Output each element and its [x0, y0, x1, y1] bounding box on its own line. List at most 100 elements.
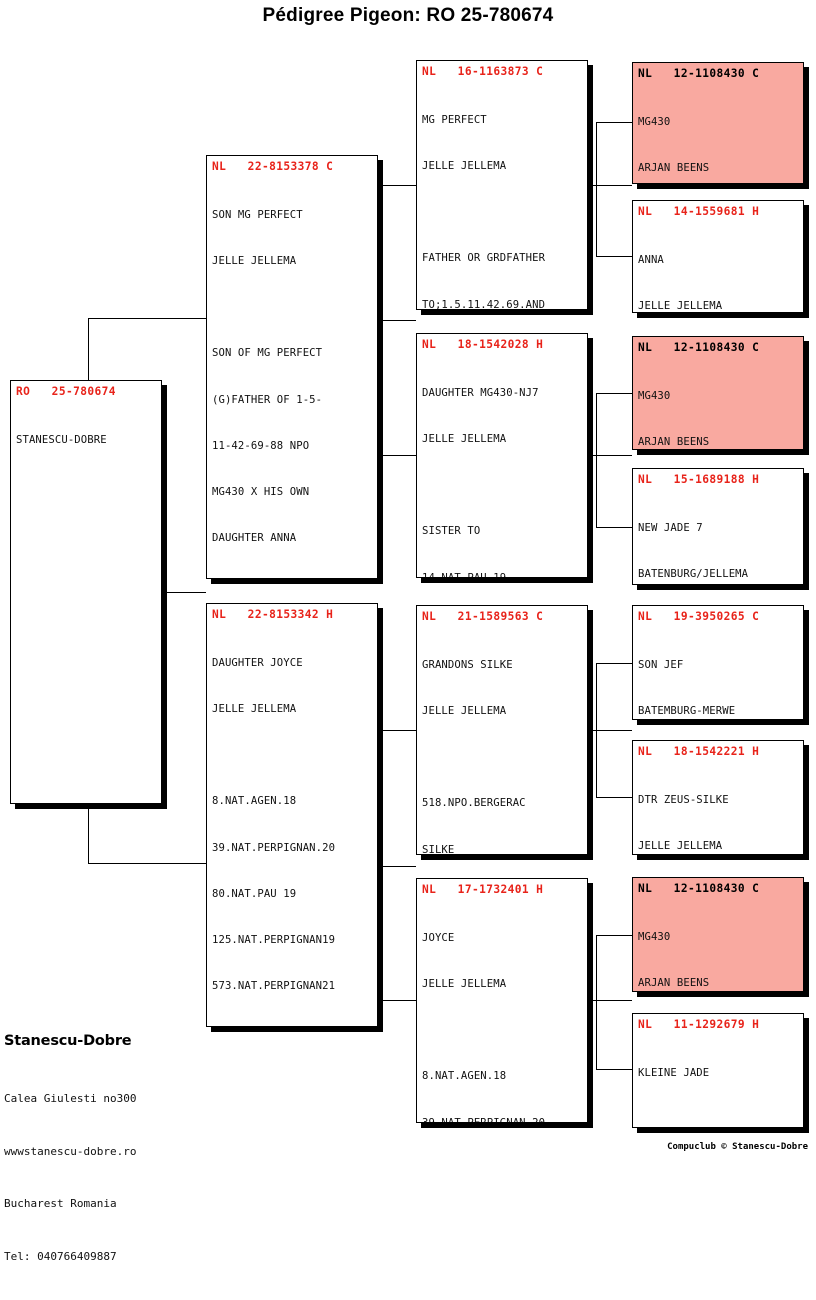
ring-number: NL 12-1108430 C	[638, 341, 760, 354]
pedigree-box-greatgrandparent-6[interactable]: NL 18-1542221 H DTR ZEUS-SILKE JELLE JEL…	[632, 740, 804, 855]
pedigree-page: Pédigree Pigeon: RO 25-780674 RO 25-7806…	[4, 5, 808, 1263]
detail-line	[422, 205, 582, 220]
ring-number: NL 15-1689188 H	[638, 473, 760, 486]
ring-number: NL 18-1542221 H	[638, 745, 760, 758]
ring-number: NL 22-8153342 H	[212, 608, 334, 621]
pedigree-box-grandparent-1[interactable]: NL 16-1163873 C MG PERFECT JELLE JELLEMA…	[416, 60, 588, 310]
connector-line	[378, 866, 416, 867]
connector-line	[596, 935, 632, 936]
pedigree-box-sire[interactable]: NL 22-8153378 C SON MG PERFECT JELLE JEL…	[206, 155, 378, 579]
connector-line	[88, 863, 206, 864]
detail-line	[212, 748, 372, 763]
connector-line	[596, 527, 632, 528]
connector-line	[596, 935, 597, 1069]
detail-line: SILKE	[422, 843, 455, 855]
page-title: Pédigree Pigeon: RO 25-780674	[262, 5, 554, 26]
detail-line: GRANDONS SILKE	[422, 658, 513, 671]
connector-line	[380, 730, 381, 1000]
box-details: ANNA JELLE JELLEMA 13.NAT.MARSEILLE 16 2…	[638, 222, 798, 312]
detail-line: 598.NAT.BARCELONA21	[212, 1026, 372, 1027]
detail-line: 8.NAT.AGEN.18	[422, 1070, 507, 1083]
ring-number: NL 21-1589563 C	[422, 610, 544, 623]
breeder-website[interactable]: wwwstanescu-dobre.ro	[4, 1144, 137, 1158]
pedigree-box-greatgrandparent-8[interactable]: NL 11-1292679 H KLEINE JADE KLEINE JADE …	[632, 1013, 804, 1128]
detail-line: DAUGHTER JOYCE	[212, 656, 303, 669]
detail-line: ARJAN BEENS	[638, 977, 710, 990]
detail-line: BATENBURG/JELLEMA	[638, 568, 749, 581]
pedigree-box-grandparent-2[interactable]: NL 18-1542028 H DAUGHTER MG430-NJ7 JELLE…	[416, 333, 588, 578]
breeder-address: Calea Giulesti no300	[4, 1092, 137, 1105]
connector-line	[380, 1000, 416, 1001]
detail-line: FATHER OR GRDFATHER	[422, 252, 546, 265]
pedigree-box-grandparent-4[interactable]: NL 17-1732401 H JOYCE JELLE JELLEMA 8.NA…	[416, 878, 588, 1123]
box-details: MG430 ARJAN BEENS Blauwband FATHER TO; 1…	[638, 84, 798, 183]
detail-line: JELLE JELLEMA	[422, 433, 507, 446]
detail-line: 518.NPO.BERGERAC	[422, 797, 526, 810]
connector-line	[88, 318, 206, 319]
detail-line: 8.NAT.AGEN.18	[212, 795, 297, 808]
breeder-city: Bucharest Romania	[4, 1197, 117, 1210]
pedigree-box-greatgrandparent-2[interactable]: NL 14-1559681 H ANNA JELLE JELLEMA 13.NA…	[632, 200, 804, 313]
box-details: GRANDONS SILKE JELLE JELLEMA 518.NPO.BER…	[422, 627, 582, 855]
connector-line	[596, 393, 597, 527]
detail-line: ARJAN BEENS	[638, 162, 710, 175]
detail-line: 573.NAT.PERPIGNAN21	[212, 980, 336, 993]
box-details: MG430 ARJAN BEENS Blauwband FATHER TO; 1…	[638, 358, 798, 449]
detail-line	[422, 478, 582, 493]
connector-line	[380, 185, 416, 186]
connector-line	[596, 122, 632, 123]
detail-line	[212, 300, 372, 315]
pedigree-box-greatgrandparent-5[interactable]: NL 19-3950265 C SON JEF BATEMBURG-MERWE …	[632, 605, 804, 720]
detail-line: NEW JADE 7	[638, 521, 703, 534]
ring-number: NL 16-1163873 C	[422, 65, 544, 78]
connector-line	[596, 663, 632, 664]
detail-line: 80.NAT.PAU 19	[212, 887, 297, 900]
detail-line: 39.NAT.PERPIGNAN.20	[422, 1116, 546, 1123]
detail-line: SISTER TO	[422, 525, 481, 538]
detail-line: FATHER TO;	[212, 578, 372, 579]
breeder-contact: Calea Giulesti no300 wwwstanescu-dobre.r…	[4, 1055, 136, 1300]
detail-line: TO;1.5.11.42.69.AND	[422, 298, 546, 310]
ring-number: NL 22-8153378 C	[212, 160, 334, 173]
detail-line: JOYCE	[422, 931, 455, 944]
connector-line	[596, 797, 632, 798]
connector-line	[590, 185, 632, 186]
detail-line: MG430 X HIS OWN	[212, 486, 310, 499]
pedigree-box-greatgrandparent-3[interactable]: NL 12-1108430 C MG430 ARJAN BEENS Blauwb…	[632, 336, 804, 450]
breeder-name: Stanescu-Dobre	[4, 1033, 132, 1049]
box-details: SON JEF BATEMBURG-MERWE FATHER TO; 152.N…	[638, 627, 798, 719]
connector-line	[590, 455, 632, 456]
pedigree-box-greatgrandparent-4[interactable]: NL 15-1689188 H NEW JADE 7 BATENBURG/JEL…	[632, 468, 804, 585]
detail-line: SON MG PERFECT	[212, 208, 303, 221]
copyright-notice: Compuclub © Stanescu-Dobre	[667, 1142, 808, 1152]
connector-line	[596, 122, 597, 256]
detail-line: MG430	[638, 930, 671, 943]
ring-number: NL 18-1542028 H	[422, 338, 544, 351]
box-details: STANESCU-DOBRE	[16, 402, 156, 479]
pedigree-box-greatgrandparent-1[interactable]: NL 12-1108430 C MG430 ARJAN BEENS Blauwb…	[632, 62, 804, 184]
pedigree-box-greatgrandparent-7[interactable]: NL 12-1108430 C MG430 ARJAN BEENS Blauwb…	[632, 877, 804, 992]
connector-line	[596, 1069, 632, 1070]
connector-line	[378, 320, 416, 321]
detail-line: (G)FATHER OF 1-5-	[212, 393, 323, 406]
detail-line: ARJAN BEENS	[638, 436, 710, 449]
box-details: MG430 ARJAN BEENS Blauwband FATHER TO; 1…	[638, 899, 798, 991]
detail-line: 14.NAT.PAU.19	[422, 571, 507, 578]
detail-line: JELLE JELLEMA	[422, 160, 507, 173]
connector-line	[160, 592, 206, 593]
detail-line: DAUGHTER MG430-NJ7	[422, 386, 539, 399]
detail-line: JELLE JELLEMA	[422, 978, 507, 991]
ring-number: RO 25-780674	[16, 385, 116, 398]
pedigree-box-subject[interactable]: RO 25-780674 STANESCU-DOBRE	[10, 380, 162, 804]
detail-line: JELLE JELLEMA	[212, 255, 297, 268]
pedigree-box-grandparent-3[interactable]: NL 21-1589563 C GRANDONS SILKE JELLE JEL…	[416, 605, 588, 855]
connector-line	[590, 1000, 632, 1001]
breeder-phone: Tel: 040766409887	[4, 1249, 117, 1263]
detail-line: MG PERFECT	[422, 113, 487, 126]
ring-number: NL 14-1559681 H	[638, 205, 760, 218]
detail-line: DTR ZEUS-SILKE	[638, 793, 729, 806]
detail-line: DAUGHTER ANNA	[212, 532, 297, 545]
detail-line: MG430	[638, 389, 671, 402]
pedigree-box-dam[interactable]: NL 22-8153342 H DAUGHTER JOYCE JELLE JEL…	[206, 603, 378, 1027]
detail-line	[638, 1112, 798, 1127]
